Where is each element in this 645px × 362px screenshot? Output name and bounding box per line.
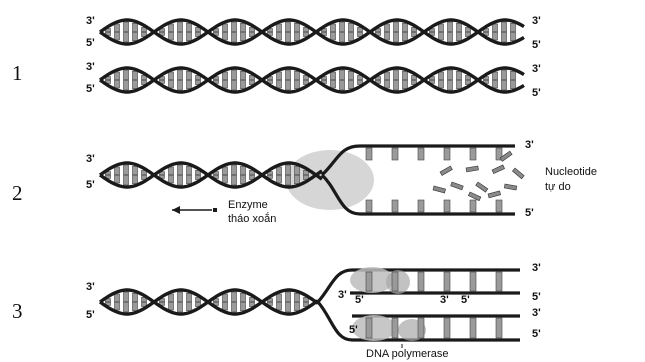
row3-top-base-pair — [392, 272, 398, 291]
row3-bottom-base-pair — [470, 318, 476, 338]
free-nucleotide — [512, 168, 524, 179]
row1a-right-3prime: 3' — [532, 15, 541, 27]
row3-inner-3prime-a: 3' — [338, 289, 347, 301]
row3-bottom-base-pair — [366, 318, 372, 338]
row3-inner-5prime-b: 5' — [461, 294, 470, 306]
free-nucleotide — [451, 182, 464, 190]
row1a-left-3prime: 3' — [86, 15, 95, 27]
free-nucleotide — [476, 182, 488, 192]
row3-top-base-pair — [444, 272, 450, 291]
row3-right-5prime-mid1: 5' — [532, 291, 541, 303]
free-nucleotide — [468, 192, 481, 201]
row2-top-half-base — [392, 148, 398, 160]
row3-inner-5prime-c: 5' — [349, 324, 358, 336]
row3-inner-3prime-b: 3' — [440, 294, 449, 306]
row2-left-3prime: 3' — [86, 153, 95, 165]
row3-bottom-base-pair — [496, 318, 502, 338]
row3-left-3prime: 3' — [86, 281, 95, 293]
row3-bottom-base-pair — [418, 318, 424, 338]
row2-left-5prime: 5' — [86, 179, 95, 191]
enzyme-label-line2: tháo xoắn — [228, 212, 276, 225]
row3-right-3prime-top: 3' — [532, 262, 541, 274]
row2-bottom-half-base — [366, 200, 372, 212]
step-3-number: 3 — [12, 299, 23, 323]
step-2-number: 2 — [12, 181, 23, 205]
direction-marker — [213, 208, 217, 212]
row2-bottom-half-base — [496, 200, 502, 212]
row3-right-5prime-bottom: 5' — [532, 328, 541, 340]
nucleotide-label-line2: tự do — [545, 181, 571, 193]
row1a-left-5prime: 5' — [86, 37, 95, 49]
row2-top-half-base — [470, 148, 476, 160]
row2-top-half-base — [366, 148, 372, 160]
row2-bottom-half-base — [444, 200, 450, 212]
free-nucleotide — [433, 186, 446, 193]
enzyme-label: Enzyme — [228, 199, 268, 211]
row3-top-base-pair — [496, 272, 502, 291]
dna-polymerase-shape — [352, 315, 396, 341]
row2-top-3prime: 3' — [525, 139, 534, 151]
free-nucleotide — [492, 165, 505, 174]
row3-top-base-pair — [366, 272, 372, 291]
dna-polymerase-label: DNA polymerase — [366, 348, 449, 360]
direction-arrowhead — [172, 206, 180, 214]
free-nucleotide — [488, 191, 501, 198]
free-nucleotide — [440, 166, 452, 175]
row2-bottom-5prime: 5' — [525, 207, 534, 219]
free-nucleotide — [466, 166, 479, 172]
row2-top-half-base — [444, 148, 450, 160]
step-1-number: 1 — [12, 61, 23, 85]
row2-top-half-base — [418, 148, 424, 160]
row3-top-base-pair — [418, 272, 424, 291]
row3-bottom-base-pair — [444, 318, 450, 338]
row2-bottom-half-base — [418, 200, 424, 212]
free-nucleotide — [504, 184, 517, 190]
row1a-right-5prime: 5' — [532, 39, 541, 51]
row2-bottom-half-base — [470, 200, 476, 212]
row3-top-base-pair — [470, 272, 476, 291]
row1b-right-3prime: 3' — [532, 63, 541, 75]
row2-bottom-half-base — [392, 200, 398, 212]
row1b-left-5prime: 5' — [86, 83, 95, 95]
nucleotide-label: Nucleotide — [545, 166, 597, 178]
row1b-left-3prime: 3' — [86, 61, 95, 73]
row3-left-5prime: 5' — [86, 309, 95, 321]
row3-inner-5prime-a: 5' — [355, 294, 364, 306]
row3-right-3prime-mid2: 3' — [532, 307, 541, 319]
row3-bottom-base-pair — [392, 318, 398, 338]
row1b-right-5prime: 5' — [532, 87, 541, 99]
